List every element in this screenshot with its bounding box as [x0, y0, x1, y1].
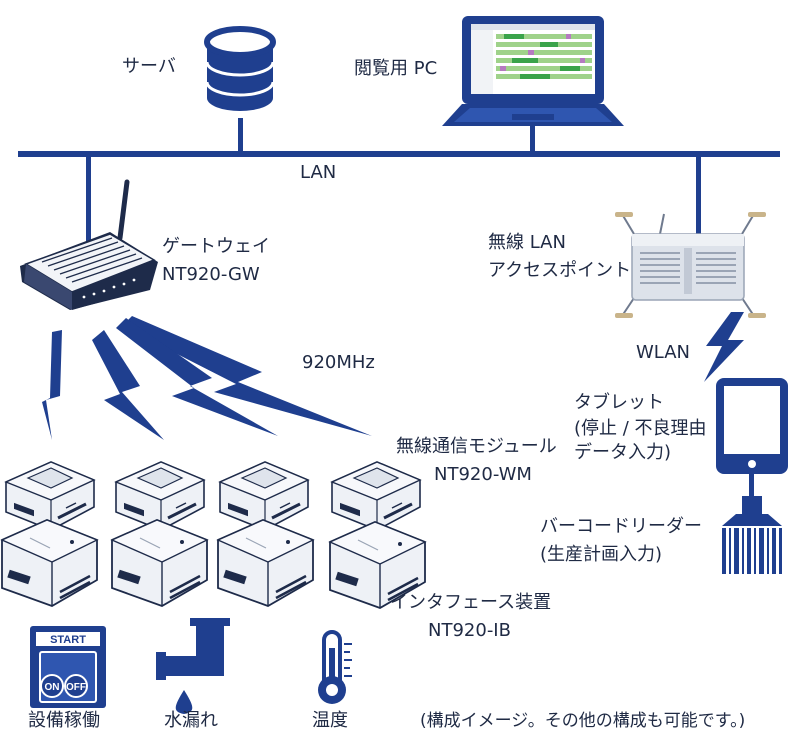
tablet-line1: タブレット [574, 392, 664, 413]
interface-box-3 [216, 518, 315, 608]
gateway-model: NT920-GW [162, 264, 260, 285]
thermometer-icon [318, 630, 352, 704]
off-label: OFF [66, 682, 86, 693]
interface-box-1 [0, 518, 99, 608]
gateway-label: ゲートウェイ NT920-GW [162, 236, 270, 286]
wlan-label: WLAN [636, 342, 691, 363]
ap-drop-line [696, 154, 701, 234]
lan-line [18, 151, 780, 157]
wm-line2: NT920-WM [434, 464, 532, 485]
leak-label: 水漏れ [164, 710, 218, 731]
pc-drop-line [530, 124, 535, 154]
gateway-drop-line [86, 154, 91, 242]
on-label: ON [45, 682, 60, 693]
radio-link-bolts [42, 316, 372, 440]
start-panel-icon: START ON OFF [30, 626, 106, 708]
temperature-label: 温度 [312, 710, 348, 731]
tablet-line3: データ入力) [574, 442, 672, 463]
barcode-line1: バーコードリーダー [540, 516, 702, 537]
start-label: START [50, 634, 86, 646]
barcode-reader-icon [722, 496, 782, 574]
lan-label: LAN [300, 162, 337, 183]
ap-line1: 無線 LAN [488, 232, 566, 253]
water-leak-icon [156, 618, 230, 714]
footnote: (構成イメージ。その他の構成も可能です。) [420, 711, 746, 731]
server-drop-line [238, 118, 243, 154]
tablet-label: タブレット (停止 / 不良理由 データ入力) [574, 392, 707, 464]
tablet-line2: (停止 / 不良理由 [574, 418, 707, 439]
interface-unit-label: インタフェース装置 NT920-IB [390, 592, 551, 642]
ib-line2: NT920-IB [428, 620, 511, 641]
radio-label: 920MHz [302, 352, 375, 373]
wlan-bolt [704, 312, 744, 382]
barcode-reader-label: バーコードリーダー (生産計画入力) [540, 516, 702, 566]
server-label: サーバ [122, 56, 176, 77]
gateway-name: ゲートウェイ [162, 236, 270, 257]
wm-line1: 無線通信モジュール [396, 436, 557, 457]
viewer-pc-label: 閲覧用 PC [354, 58, 438, 79]
radio-bolt-2 [116, 318, 278, 436]
radio-bolt-1 [122, 316, 372, 436]
interface-box-2 [110, 518, 209, 608]
access-point-label: 無線 LAN アクセスポイント [488, 232, 631, 282]
ib-line1: インタフェース装置 [390, 592, 552, 613]
tablet-icon [716, 378, 788, 474]
barcode-line2: (生産計画入力) [540, 544, 663, 565]
radio-bolt-3 [92, 330, 164, 440]
laptop-icon [442, 16, 624, 126]
ap-line2: アクセスポイント [488, 260, 632, 281]
wireless-module-2 [114, 460, 206, 532]
wireless-module-1 [4, 460, 96, 532]
server-icon [204, 26, 276, 111]
wireless-module-label: 無線通信モジュール NT920-WM [396, 436, 557, 486]
equipment-label: 設備稼働 [28, 710, 100, 731]
radio-bolt-4 [42, 330, 62, 440]
access-point-icon [615, 212, 766, 318]
gateway-router-icon [20, 179, 158, 310]
